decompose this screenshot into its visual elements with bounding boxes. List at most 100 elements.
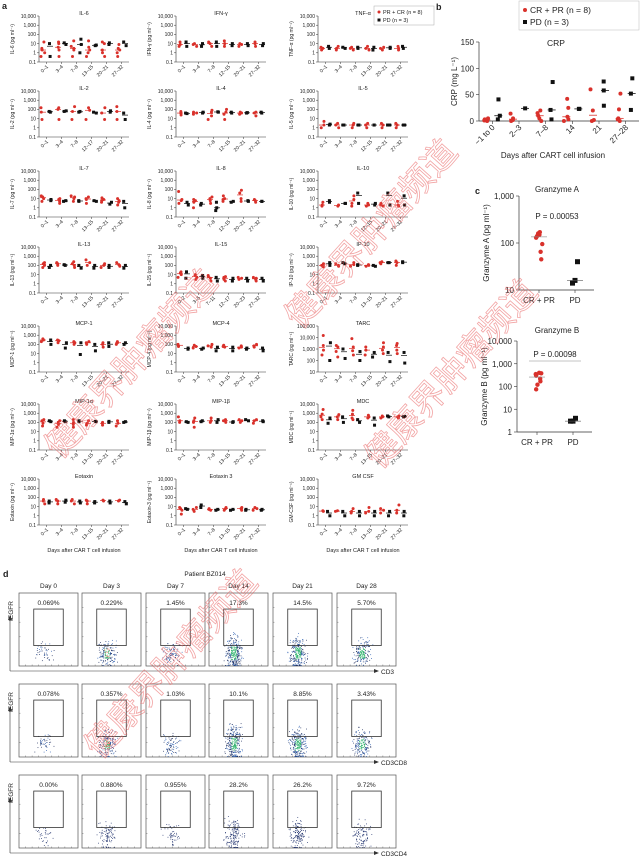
cell-event (301, 829, 303, 831)
responder-point (511, 116, 516, 121)
cell-event (173, 749, 175, 751)
cell-event (226, 733, 227, 735)
cell-event (105, 825, 107, 827)
cell-event (230, 747, 232, 749)
cell-event (364, 747, 366, 749)
nonresponder-point (326, 421, 330, 425)
cell-event (106, 837, 108, 839)
cell-event (235, 664, 237, 666)
cell-event (108, 832, 109, 834)
cell-event (170, 743, 172, 745)
cell-event (364, 656, 366, 658)
cell-event (171, 753, 173, 755)
cell-event (166, 658, 168, 660)
cell-event (301, 750, 302, 752)
cell-event (236, 847, 238, 848)
cell-event (229, 741, 231, 743)
responder-point (222, 44, 226, 48)
cell-event (167, 747, 169, 749)
x-tick-label: 13–15 (360, 374, 374, 388)
y-axis-label: IL-13 (pg ml⁻¹) (10, 253, 16, 286)
cell-event (299, 838, 300, 840)
cell-event (232, 743, 233, 745)
cell-event (300, 744, 301, 746)
cell-event (357, 648, 359, 650)
cell-event (300, 744, 302, 745)
cell-event (360, 643, 362, 645)
cell-event (107, 833, 109, 835)
cell-event (368, 750, 370, 752)
cell-event (289, 739, 291, 741)
cell-event (171, 748, 173, 750)
y-tick-label: 1,000 (302, 486, 315, 492)
cell-event (100, 746, 102, 748)
cell-event (39, 835, 41, 837)
cell-event (101, 649, 103, 650)
cell-event (366, 641, 367, 643)
y-tick-label: 1,000 (23, 411, 36, 417)
responder-point (240, 505, 244, 509)
cell-event (231, 728, 233, 730)
cell-event (104, 647, 105, 649)
cell-event (112, 650, 114, 652)
x-axis-label: Days after CAR T cell infusion (47, 548, 120, 554)
cell-event (101, 656, 103, 658)
cell-event (231, 746, 233, 748)
cell-event (173, 644, 174, 646)
x-tick-label: 0–1 (319, 139, 329, 149)
cell-event (238, 744, 240, 746)
cell-event (114, 744, 115, 745)
gate-percentage: 5.70% (357, 600, 376, 607)
cell-event (355, 745, 356, 746)
cell-event (362, 646, 363, 648)
responder-point (194, 505, 198, 509)
arrow-head-icon (374, 851, 379, 855)
cell-event (365, 660, 367, 662)
responder-point (221, 194, 225, 198)
responder-point (115, 340, 119, 344)
x-tick-label: 13–15 (360, 527, 374, 541)
cell-event (364, 644, 365, 646)
cell-event (228, 646, 230, 648)
cell-event (237, 833, 239, 834)
cell-event (366, 658, 368, 659)
cell-event (361, 733, 362, 735)
cell-event (289, 747, 291, 749)
cell-event (288, 742, 290, 744)
day-label: Day 14 (228, 583, 249, 590)
responder-point (336, 355, 340, 359)
cell-event (109, 832, 110, 834)
cell-event (236, 843, 238, 845)
cell-event (229, 649, 230, 651)
cell-event (294, 744, 295, 745)
cell-event (299, 745, 301, 747)
cell-event (172, 750, 173, 752)
y-tick-label: 0.1 (308, 135, 315, 141)
responder-point (191, 346, 195, 350)
cell-event (363, 833, 365, 835)
cell-event (296, 835, 298, 837)
x-tick-label: 0–1 (40, 527, 50, 537)
cell-event (297, 663, 299, 664)
cell-event (236, 829, 238, 831)
cell-event (303, 644, 305, 645)
cell-event (362, 648, 364, 650)
cell-event (362, 835, 364, 837)
responder-point (41, 421, 45, 425)
cell-event (226, 654, 228, 656)
y-tick-label: 100 (165, 187, 174, 193)
cell-event (301, 645, 302, 647)
cell-event (239, 738, 241, 740)
cell-event (365, 650, 366, 651)
cell-event (223, 839, 225, 841)
cell-event (359, 744, 360, 746)
cell-event (354, 747, 356, 749)
cell-event (368, 747, 369, 749)
cell-event (369, 732, 370, 734)
cell-event (301, 733, 302, 734)
cell-event (236, 647, 238, 649)
cell-event (236, 829, 238, 831)
cell-event (294, 825, 296, 827)
responder-point (43, 502, 47, 506)
